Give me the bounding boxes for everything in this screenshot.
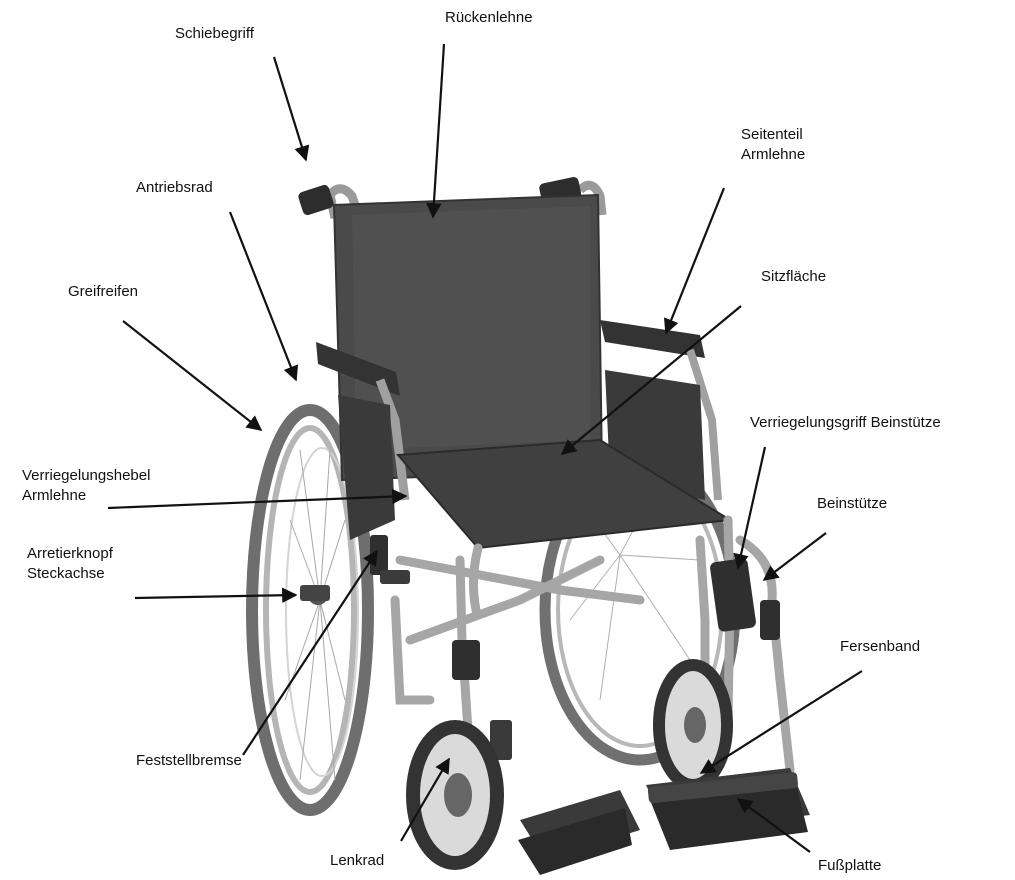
label-arretierknopf-line2: Steckachse (27, 564, 113, 584)
label-seitenteil-line2: Armlehne (741, 145, 805, 165)
label-seitenteil-line1: Seitenteil (741, 125, 805, 145)
label-seitenteil-armlehne: Seitenteil Armlehne (741, 125, 805, 165)
label-fersenband: Fersenband (840, 637, 920, 657)
label-schiebegriff: Schiebegriff (175, 24, 254, 44)
label-feststellbremse: Feststellbremse (136, 751, 242, 771)
label-greifreifen: Greifreifen (68, 282, 138, 302)
label-rueckenlehne: Rückenlehne (445, 8, 533, 28)
castor-wheel-right (659, 665, 727, 785)
label-antriebsrad: Antriebsrad (136, 178, 213, 198)
label-verriegelungshebel-line1: Verriegelungshebel (22, 466, 150, 486)
label-beinstuetze: Beinstütze (817, 494, 887, 514)
label-lenkrad: Lenkrad (330, 851, 384, 871)
label-verriegelungsgriff-beinstuetze: Verriegelungsgriff Beinstütze (750, 413, 941, 433)
label-verriegelungshebel-line2: Armlehne (22, 486, 150, 506)
footplates (518, 768, 810, 875)
label-fussplatte: Fußplatte (818, 856, 881, 876)
castor-wheel-left (413, 727, 497, 863)
label-arretierknopf-steckachse: Arretierknopf Steckachse (27, 544, 113, 584)
label-arretierknopf-line1: Arretierknopf (27, 544, 113, 564)
label-sitzflaeche: Sitzfläche (761, 267, 826, 287)
label-verriegelungshebel-armlehne: Verriegelungshebel Armlehne (22, 466, 150, 506)
